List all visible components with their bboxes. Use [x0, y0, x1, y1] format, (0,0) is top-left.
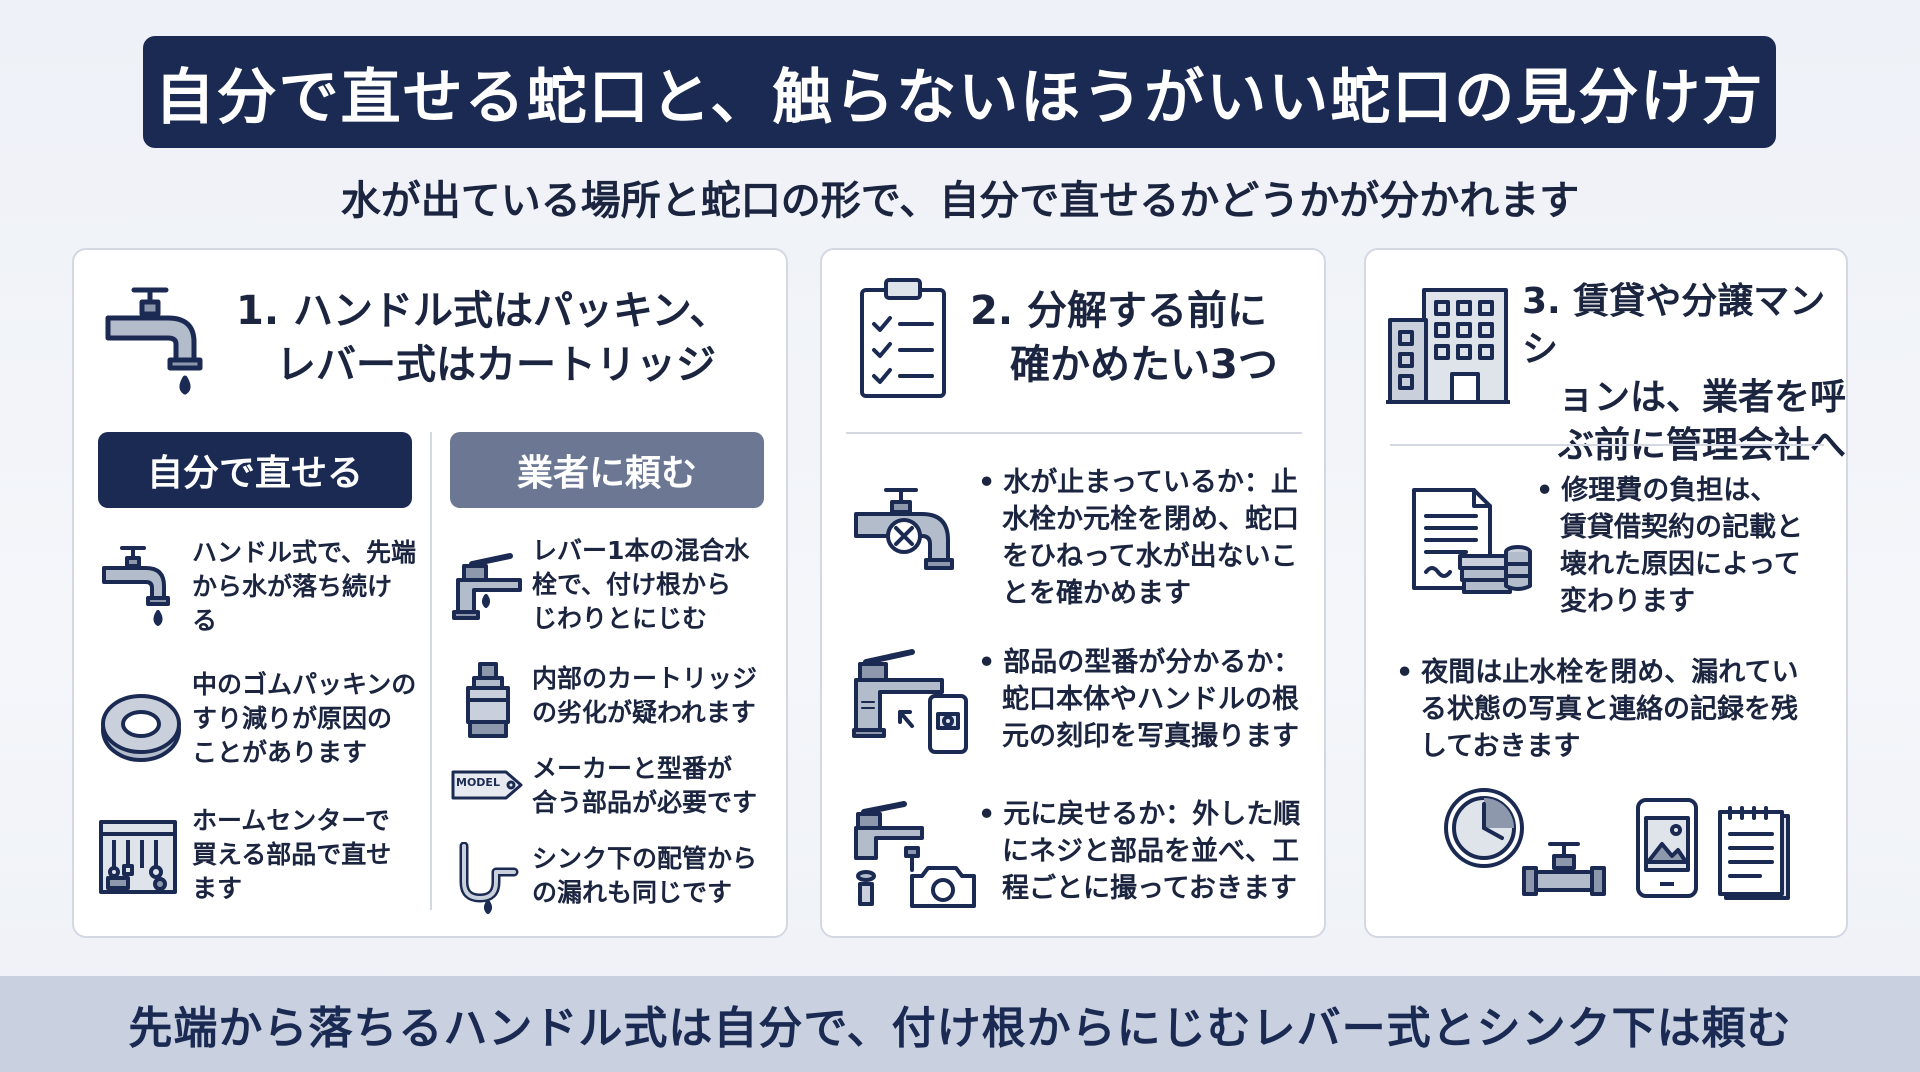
rubber-washer-icon [98, 690, 184, 764]
pro-item-3-line1: メーカーと型番が [532, 754, 733, 783]
check-3-line3: 程ごとに撮っておきます [1002, 873, 1297, 904]
dripping-faucet-icon [100, 540, 180, 630]
pro-item-4-line2: の漏れも同じです [532, 878, 733, 907]
panel3-heading-line3: ぶ前に管理会社へ [1558, 425, 1847, 466]
panel2-divider [846, 432, 1302, 434]
model-tag-label: MODEL [456, 776, 500, 789]
diy-item-2-line2: すり減りが原因の [192, 704, 393, 733]
toolbox-icon [98, 816, 178, 896]
footer-summary-bar: 先端から落ちるハンドル式は自分で、付け根からにじむレバー式とシンク下は頼む [0, 976, 1920, 1072]
clipboard-checklist-icon [858, 274, 948, 400]
panel-handle-vs-lever: 1. ハンドル式はパッキン、 レバー式はカートリッジ 自分で直せる 業者に頼む … [72, 248, 788, 938]
panel2-heading-line2: 確かめたい3つ [1010, 342, 1278, 388]
rental-item-1-line4: 変わります [1560, 586, 1695, 617]
diy-badge: 自分で直せる [98, 432, 412, 508]
pro-item-4-line1: シンク下の配管から [532, 844, 758, 873]
column-divider [430, 432, 432, 910]
panel2-heading-line1: 2. 分解する前に [970, 288, 1267, 334]
check-2-line2: 蛇口本体やハンドルの根 [1002, 684, 1299, 715]
check-3-line1: •元に戻せるか：外した順 [978, 799, 1301, 830]
check-1-line2: 水栓か元栓を閉め、蛇口 [1002, 504, 1299, 535]
check-2-line3: 元の刻印を写真撮ります [1002, 721, 1299, 752]
rental-item-2-line2: る状態の写真と連絡の記録を残 [1420, 694, 1798, 725]
diy-item-3-line2: 買える部品で直せ [192, 840, 392, 869]
smartphone-photo-icon [1634, 796, 1700, 900]
lever-faucet-icon [450, 546, 526, 626]
panel-before-disassembly: 2. 分解する前に 確かめたい3つ •水が止まっているか：止 水栓か元栓を閉め、… [820, 248, 1326, 938]
panel1-heading-line1: 1. ハンドル式はパッキン、 [236, 288, 730, 334]
check-1-line1: •水が止まっているか：止 [978, 467, 1298, 498]
diy-item-1-line1: ハンドル式で、先端 [192, 538, 417, 567]
diy-item-2-line1: 中のゴムパッキンの [192, 670, 417, 699]
sink-pipe-icon [454, 842, 520, 914]
rental-item-2-line3: しておきます [1420, 731, 1581, 762]
rental-item-1-line1: •修理費の負担は、 [1536, 475, 1778, 506]
diy-item-1-line2: から水が落ち続け [192, 572, 393, 601]
panel3-heading-line2: ョンは、業者を呼 [1558, 377, 1847, 418]
rental-item-1-line3: 壊れた原因によって [1560, 549, 1801, 580]
title-banner: 自分で直せる蛇口と、触らないほうがいい蛇口の見分け方 [143, 36, 1776, 148]
parts-camera-icon [852, 798, 982, 908]
diy-item-1-line3: る [192, 606, 218, 635]
panel3-heading-line1: 3. 賃貸や分譲マンシ [1522, 281, 1826, 370]
pro-item-1-line3: じわりとにじむ [532, 604, 708, 633]
shutoff-valve-icon [1522, 838, 1606, 902]
pro-item-2-line1: 内部のカートリッジ [532, 664, 758, 693]
faucet-phone-photo-icon [852, 646, 982, 756]
notepad-icon [1716, 804, 1792, 902]
rental-item-2-line1: •夜間は止水栓を閉め、漏れてい [1396, 657, 1799, 688]
faucet-drop-icon [104, 280, 220, 404]
cartridge-icon [460, 660, 516, 742]
check-3-line2: にネジと部品を並べ、工 [1002, 836, 1299, 867]
diy-item-3-line1: ホームセンターで [192, 806, 390, 835]
check-1-line3: をひねって水が出ないこ [1002, 541, 1298, 572]
diy-item-2-line3: ことがあります [192, 738, 368, 767]
page-title: 自分で直せる蛇口と、触らないほうがいい蛇口の見分け方 [154, 62, 1765, 133]
clock-icon [1442, 786, 1526, 870]
contract-money-icon [1410, 486, 1534, 598]
professional-badge: 業者に頼む [450, 432, 764, 508]
pro-item-3-line2: 合う部品が必要です [532, 788, 758, 817]
pro-item-1-line1: レバー1本の混合水 [532, 536, 750, 565]
model-tag-icon: MODEL [450, 766, 524, 804]
rental-item-1-line2: 賃貸借契約の記載と [1560, 512, 1803, 543]
apartment-building-icon [1386, 284, 1510, 406]
check-2-line1: •部品の型番が分かるか： [978, 647, 1301, 678]
pro-item-1-line2: 栓で、付け根から [532, 570, 732, 599]
panel3-divider [1390, 444, 1824, 446]
panel-rental-condo: 3. 賃貸や分譲マンシ ョンは、業者を呼 ぶ前に管理会社へ •修理費の負担は、 … [1364, 248, 1848, 938]
faucet-off-icon [852, 484, 972, 584]
panel1-heading-line2: レバー式はカートリッジ [276, 342, 716, 388]
check-1-line4: とを確かめます [1002, 578, 1191, 609]
diy-item-3-line3: ます [192, 874, 243, 903]
pro-item-2-line2: の劣化が疑われます [532, 698, 756, 727]
footer-summary: 先端から落ちるハンドル式は自分で、付け根からにじむレバー式とシンク下は頼む [128, 1003, 1792, 1054]
page-subtitle: 水が出ている場所と蛇口の形で、自分で直せるかどうかが分かれます [340, 178, 1580, 224]
